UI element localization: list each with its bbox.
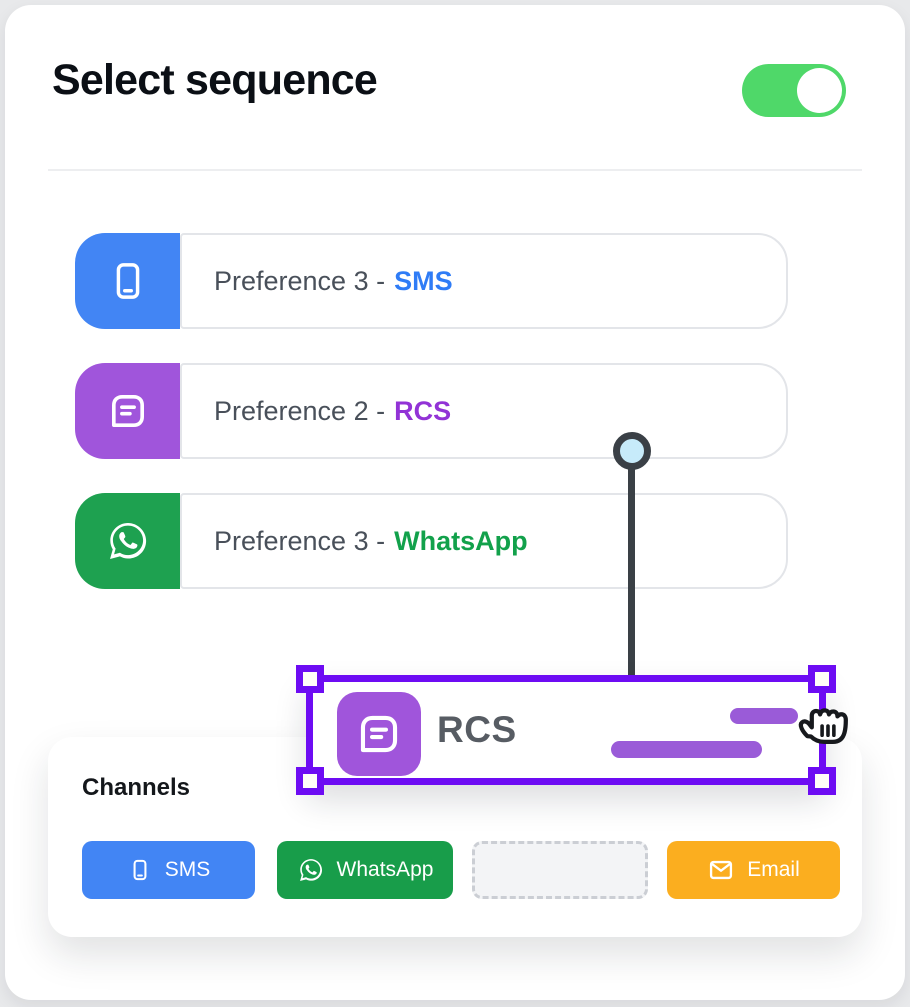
channel-button-label: Email xyxy=(747,858,800,881)
email-icon xyxy=(707,856,735,884)
preference-row-body: Preference 2 - RCS xyxy=(180,363,788,459)
selection-handle-top-left[interactable] xyxy=(296,665,324,693)
preference-channel: RCS xyxy=(394,395,452,426)
skeleton-line xyxy=(730,708,798,724)
selection-handle-bottom-right[interactable] xyxy=(808,767,836,795)
preference-row-sms[interactable]: Preference 3 - SMS xyxy=(75,233,788,329)
selection-handle-top-right[interactable] xyxy=(808,665,836,693)
dragged-item-label: RCS xyxy=(437,709,517,750)
dragged-rcs-item[interactable]: RCS xyxy=(296,665,848,795)
empty-channel-slot[interactable] xyxy=(472,841,648,899)
rcs-chat-icon xyxy=(75,363,180,459)
header-divider xyxy=(48,169,862,171)
preference-label: Preference 3 - xyxy=(214,525,386,556)
channel-button-sms[interactable]: SMS xyxy=(82,841,255,899)
preference-channel: SMS xyxy=(394,265,453,296)
preference-row-rcs[interactable]: Preference 2 - RCS xyxy=(75,363,788,459)
whatsapp-icon xyxy=(297,856,325,884)
whatsapp-icon xyxy=(75,493,180,589)
smartphone-icon xyxy=(75,233,180,329)
channel-button-label: SMS xyxy=(164,858,211,881)
preference-label: Preference 2 - xyxy=(214,395,386,426)
preference-row-whatsapp[interactable]: Preference 3 - WhatsApp xyxy=(75,493,788,589)
selection-handle-bottom-left[interactable] xyxy=(296,767,324,795)
connector-endpoint[interactable] xyxy=(613,432,651,470)
connector-line xyxy=(628,451,635,679)
skeleton-line xyxy=(611,741,762,758)
preference-row-body: Preference 3 - SMS xyxy=(180,233,788,329)
rcs-chat-icon xyxy=(337,692,421,776)
channel-button-label: WhatsApp xyxy=(336,858,434,881)
preference-row-body: Preference 3 - WhatsApp xyxy=(180,493,788,589)
channel-button-whatsapp[interactable]: WhatsApp xyxy=(277,841,453,899)
toggle-knob xyxy=(797,68,842,113)
grab-cursor-icon xyxy=(791,692,863,764)
preference-label: Preference 3 - xyxy=(214,265,386,296)
smartphone-icon xyxy=(127,857,153,883)
sequence-toggle[interactable] xyxy=(742,64,846,117)
preference-channel: WhatsApp xyxy=(394,525,528,556)
page-title: Select sequence xyxy=(52,56,378,104)
channel-button-email[interactable]: Email xyxy=(667,841,840,899)
channels-title: Channels xyxy=(82,774,191,801)
